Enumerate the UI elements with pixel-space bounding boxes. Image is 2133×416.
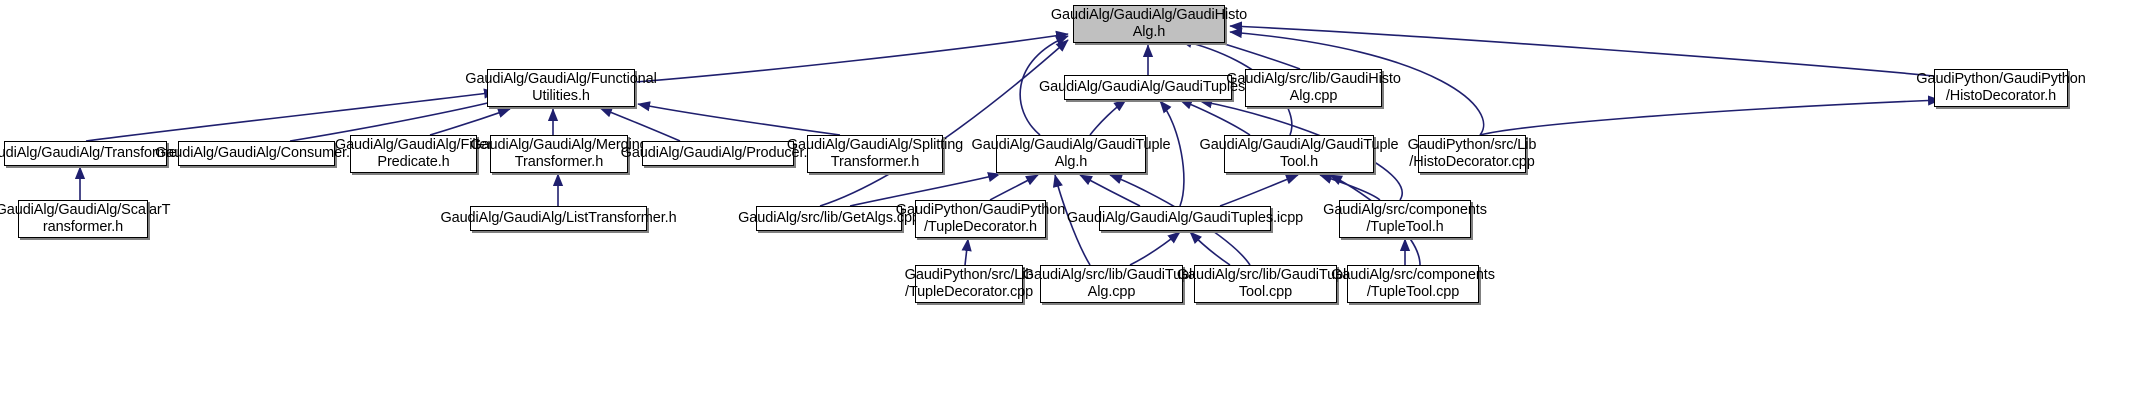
graph-node[interactable]: GaudiAlg/GaudiAlg/Splitting Transformer.…: [787, 135, 963, 173]
graph-node-label: GaudiAlg/src/components /TupleTool.cpp: [1331, 267, 1495, 300]
graph-node[interactable]: GaudiAlg/GaudiAlg/GaudiTuple Alg.h: [972, 135, 1171, 173]
graph-node[interactable]: GaudiAlg/src/lib/GaudiTuple Alg.cpp: [1023, 265, 1200, 303]
graph-node-label: GaudiAlg/GaudiAlg/Producer.h: [620, 145, 816, 161]
graph-node-label: GaudiAlg/GaudiAlg/GaudiHisto Alg.h: [1050, 7, 1248, 40]
graph-node-label: GaudiAlg/GaudiAlg/Functional Utilities.h: [465, 71, 657, 104]
graph-edge: [1179, 99, 1251, 136]
graph-node[interactable]: GaudiAlg/src/components /TupleTool.h: [1323, 200, 1487, 238]
graph-node-label: GaudiAlg/src/lib/GaudiTuple Tool.cpp: [1176, 267, 1355, 300]
graph-node[interactable]: GaudiAlg/src/components /TupleTool.cpp: [1331, 265, 1495, 303]
graph-node[interactable]: GaudiAlg/GaudiAlg/GaudiTuples.h: [1039, 75, 1257, 100]
graph-node[interactable]: GaudiAlg/GaudiAlg/Consumer.h: [155, 141, 358, 166]
graph-node[interactable]: GaudiAlg/GaudiAlg/Producer.h: [621, 141, 815, 166]
graph-node-label: GaudiAlg/GaudiAlg/Consumer.h: [155, 145, 358, 161]
graph-node[interactable]: GaudiAlg/GaudiAlg/Transformer.h: [0, 141, 193, 166]
graph-edge: [1319, 174, 1381, 201]
graph-node-label: GaudiPython/src/Lib /HistoDecorator.cpp: [1407, 137, 1537, 170]
graph-edge: [1479, 95, 1941, 136]
graph-node-label: GaudiAlg/GaudiAlg/GaudiTuples.icpp: [1066, 210, 1304, 226]
graph-node[interactable]: GaudiPython/src/Lib /HistoDecorator.cpp: [1408, 135, 1536, 173]
graph-node-root[interactable]: GaudiAlg/GaudiAlg/GaudiHisto Alg.h: [1051, 5, 1247, 43]
graph-edge: [1189, 231, 1231, 266]
graph-node[interactable]: GaudiAlg/GaudiAlg/Filter Predicate.h: [335, 135, 492, 173]
graph-node[interactable]: GaudiAlg/src/lib/GaudiTuple Tool.cpp: [1177, 265, 1354, 303]
graph-node-label: GaudiAlg/src/lib/GaudiHisto Alg.cpp: [1226, 71, 1401, 104]
graph-node-label: GaudiAlg/GaudiAlg/GaudiTuple Alg.h: [971, 137, 1171, 170]
graph-edge: [635, 30, 1069, 83]
graph-node-label: GaudiAlg/GaudiAlg/ScalarT ransformer.h: [0, 202, 171, 235]
graph-node-label: GaudiAlg/GaudiAlg/Splitting Transformer.…: [786, 137, 964, 170]
graph-node-label: GaudiPython/GaudiPython /HistoDecorator.…: [1916, 71, 2086, 104]
graph-node-label: GaudiAlg/src/components /TupleTool.h: [1323, 202, 1487, 235]
graph-node[interactable]: GaudiPython/GaudiPython /TupleDecorator.…: [896, 200, 1065, 238]
graph-node-label: GaudiPython/src/Lib /TupleDecorator.cpp: [904, 267, 1034, 300]
graph-edge: [1219, 174, 1299, 207]
graph-edge: [989, 174, 1039, 201]
graph-edge: [819, 39, 1069, 207]
graph-node[interactable]: GaudiPython/src/Lib /TupleDecorator.cpp: [905, 265, 1033, 303]
graph-node[interactable]: GaudiAlg/GaudiAlg/ScalarT ransformer.h: [0, 200, 171, 238]
graph-node[interactable]: GaudiAlg/GaudiAlg/Merging Transformer.h: [470, 135, 648, 173]
graph-node-label: GaudiAlg/src/lib/GetAlgs.cpp: [738, 210, 920, 226]
graph-node-label: GaudiAlg/GaudiAlg/ListTransformer.h: [440, 210, 677, 226]
graph-node-label: GaudiPython/GaudiPython /TupleDecorator.…: [895, 202, 1066, 235]
graph-node[interactable]: GaudiAlg/GaudiAlg/GaudiTuples.icpp: [1067, 206, 1303, 231]
graph-edge: [1089, 99, 1127, 136]
graph-node[interactable]: GaudiAlg/GaudiAlg/ListTransformer.h: [440, 206, 677, 231]
graph-edge: [637, 101, 841, 136]
graph-node[interactable]: GaudiPython/GaudiPython /HistoDecorator.…: [1916, 69, 2086, 107]
graph-node[interactable]: GaudiAlg/GaudiAlg/GaudiTuple Tool.h: [1200, 135, 1399, 173]
graph-edge: [429, 108, 511, 136]
graph-node[interactable]: GaudiAlg/GaudiAlg/Functional Utilities.h: [465, 69, 657, 107]
graph-node[interactable]: GaudiAlg/src/lib/GetAlgs.cpp: [738, 206, 920, 231]
graph-node[interactable]: GaudiAlg/src/lib/GaudiHisto Alg.cpp: [1226, 69, 1401, 107]
graph-edge: [961, 238, 972, 266]
graph-node-label: GaudiAlg/GaudiAlg/GaudiTuple Tool.h: [1199, 137, 1399, 170]
graph-edge: [1129, 231, 1181, 266]
graph-node-label: GaudiAlg/GaudiAlg/Transformer.h: [0, 145, 193, 161]
graph-edge: [1079, 174, 1141, 207]
graph-node-label: GaudiAlg/src/lib/GaudiTuple Alg.cpp: [1022, 267, 1201, 300]
graph-edge: [85, 88, 497, 142]
